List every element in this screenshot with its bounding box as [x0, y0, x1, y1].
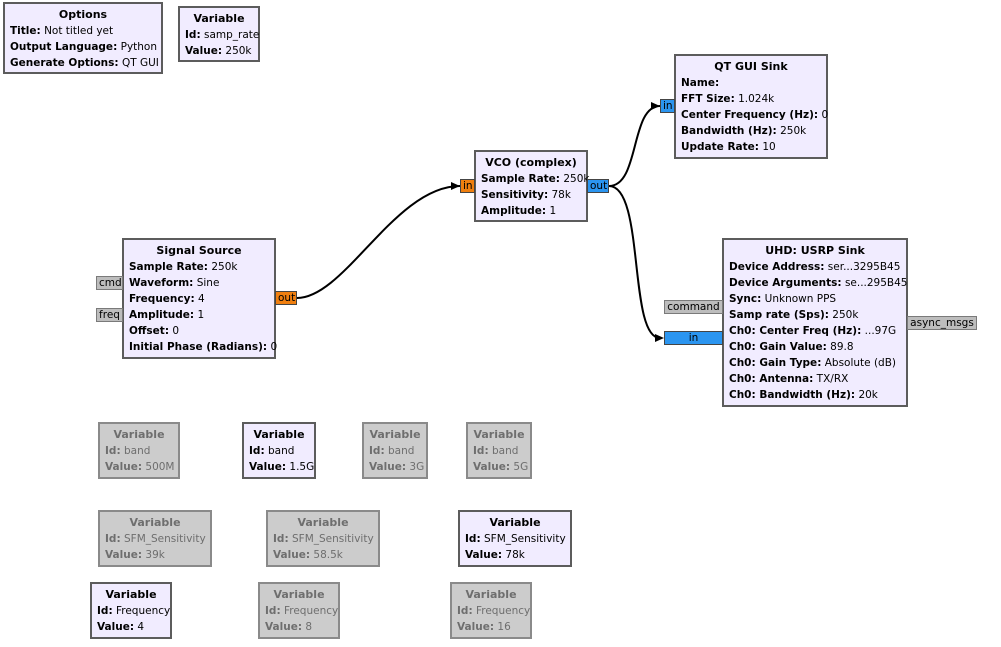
arrowhead-qt-in [651, 102, 660, 110]
variable-frequency-8-block[interactable]: Variable Id: Frequency Value: 8 [258, 582, 340, 639]
wire-vco-to-usrp-sink [608, 185, 661, 339]
uhd-usrp-sink-block[interactable]: UHD: USRP Sink Device Address: ser...329… [722, 238, 908, 407]
signal-source-block[interactable]: Signal Source Sample Rate: 250k Waveform… [122, 238, 277, 359]
vco-in-port[interactable]: in [460, 179, 475, 193]
usrp-sink-async-msgs-port[interactable]: async_msgs [907, 316, 977, 330]
variable-band-3g-block[interactable]: Variable Id: band Value: 3G [362, 422, 428, 479]
wire-vco-to-qt-gui-sink [608, 105, 661, 187]
variable-samp-rate-block[interactable]: Variable Id: samp_rate Value: 250k [178, 6, 260, 62]
block-title: Options [58, 8, 108, 21]
variable-band-1-5g-block[interactable]: Variable Id: band Value: 1.5G [242, 422, 316, 479]
options-block[interactable]: Options Title: Not titled yet Output Lan… [3, 2, 163, 74]
variable-frequency-16-block[interactable]: Variable Id: Frequency Value: 16 [450, 582, 532, 639]
variable-sfm-sensitivity-58-5k-block[interactable]: Variable Id: SFM_Sensitivity Value: 58.5… [266, 510, 380, 567]
signal-source-freq-port[interactable]: freq [96, 308, 123, 322]
vco-complex-block[interactable]: VCO (complex) Sample Rate: 250k Sensitiv… [474, 150, 589, 222]
usrp-sink-command-port[interactable]: command [664, 300, 723, 314]
arrowhead-usrp-in [655, 334, 664, 342]
signal-source-out-port[interactable]: out [275, 291, 297, 305]
variable-sfm-sensitivity-39k-block[interactable]: Variable Id: SFM_Sensitivity Value: 39k [98, 510, 212, 567]
variable-sfm-sensitivity-78k-block[interactable]: Variable Id: SFM_Sensitivity Value: 78k [458, 510, 572, 567]
qt-gui-sink-block[interactable]: QT GUI Sink Name: FFT Size: 1.024k Cente… [674, 54, 828, 159]
qt-gui-sink-in-port[interactable]: in [660, 99, 675, 113]
wire-signal-source-to-vco [296, 185, 461, 299]
variable-frequency-4-block[interactable]: Variable Id: Frequency Value: 4 [90, 582, 172, 639]
signal-source-cmd-port[interactable]: cmd [96, 276, 123, 290]
variable-band-500m-block[interactable]: Variable Id: band Value: 500M [98, 422, 180, 479]
arrowhead-vco-in [451, 182, 460, 190]
vco-out-port[interactable]: out [587, 179, 609, 193]
variable-band-5g-block[interactable]: Variable Id: band Value: 5G [466, 422, 532, 479]
usrp-sink-in-port[interactable]: in [664, 331, 723, 345]
